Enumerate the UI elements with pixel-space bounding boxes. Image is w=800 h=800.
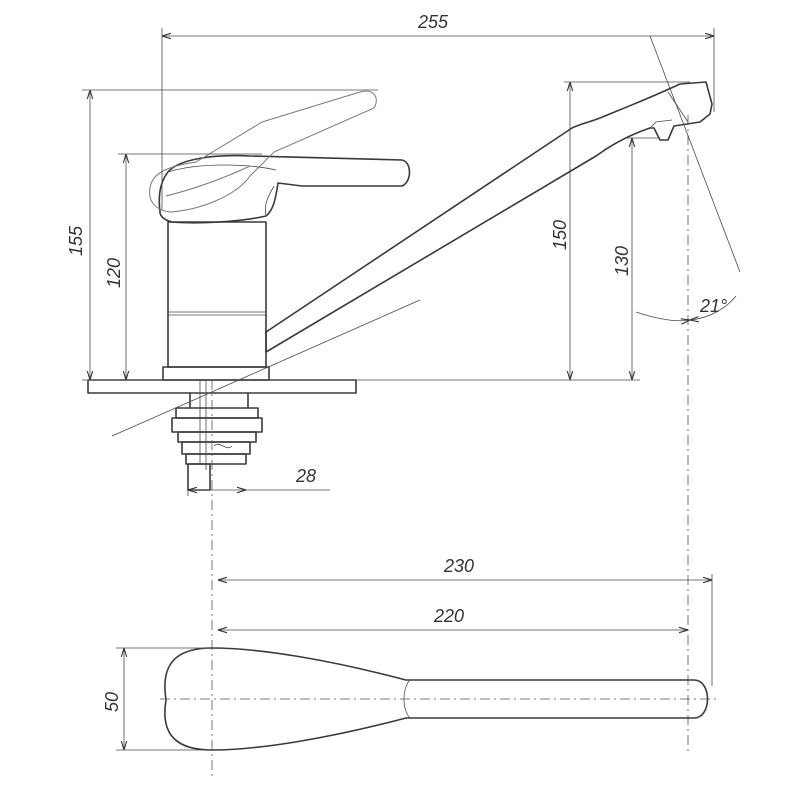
dimension-body-height: 120 xyxy=(104,153,262,380)
mounting-shank xyxy=(171,380,263,491)
dimension-outlet-height: 130 xyxy=(612,137,660,380)
plan-view xyxy=(160,647,716,751)
dimension-shank-diameter: 28 xyxy=(187,466,330,496)
dimension-spout-height: 150 xyxy=(550,81,690,380)
body-height-label: 120 xyxy=(104,258,124,288)
spout-tilt-label: 21° xyxy=(699,296,727,316)
side-view xyxy=(87,35,741,780)
lever-handle xyxy=(158,154,411,224)
dimension-overall-length: 255 xyxy=(161,12,715,210)
spout xyxy=(265,81,713,353)
dimension-spout-reach: 230 xyxy=(218,556,713,686)
dimension-spout-tilt: 21° xyxy=(635,295,737,321)
countertop-plate xyxy=(87,379,357,394)
shank-diameter-label: 28 xyxy=(295,466,316,486)
spout-height-label: 150 xyxy=(550,220,570,250)
lever-handle-raised xyxy=(149,90,377,213)
dimension-spout-reach-inner: 220 xyxy=(218,606,688,630)
spout-reach-label: 230 xyxy=(443,556,474,576)
overall-length-label: 255 xyxy=(417,12,449,32)
spout-reach-inner-label: 220 xyxy=(433,606,464,626)
spout-width-label: 50 xyxy=(102,692,122,712)
dimension-lever-height-raised: 155 xyxy=(66,89,378,380)
lever-height-raised-label: 155 xyxy=(66,225,86,256)
dimension-spout-width: 50 xyxy=(102,647,214,751)
outlet-height-label: 130 xyxy=(612,246,632,276)
mixer-body xyxy=(162,221,270,381)
